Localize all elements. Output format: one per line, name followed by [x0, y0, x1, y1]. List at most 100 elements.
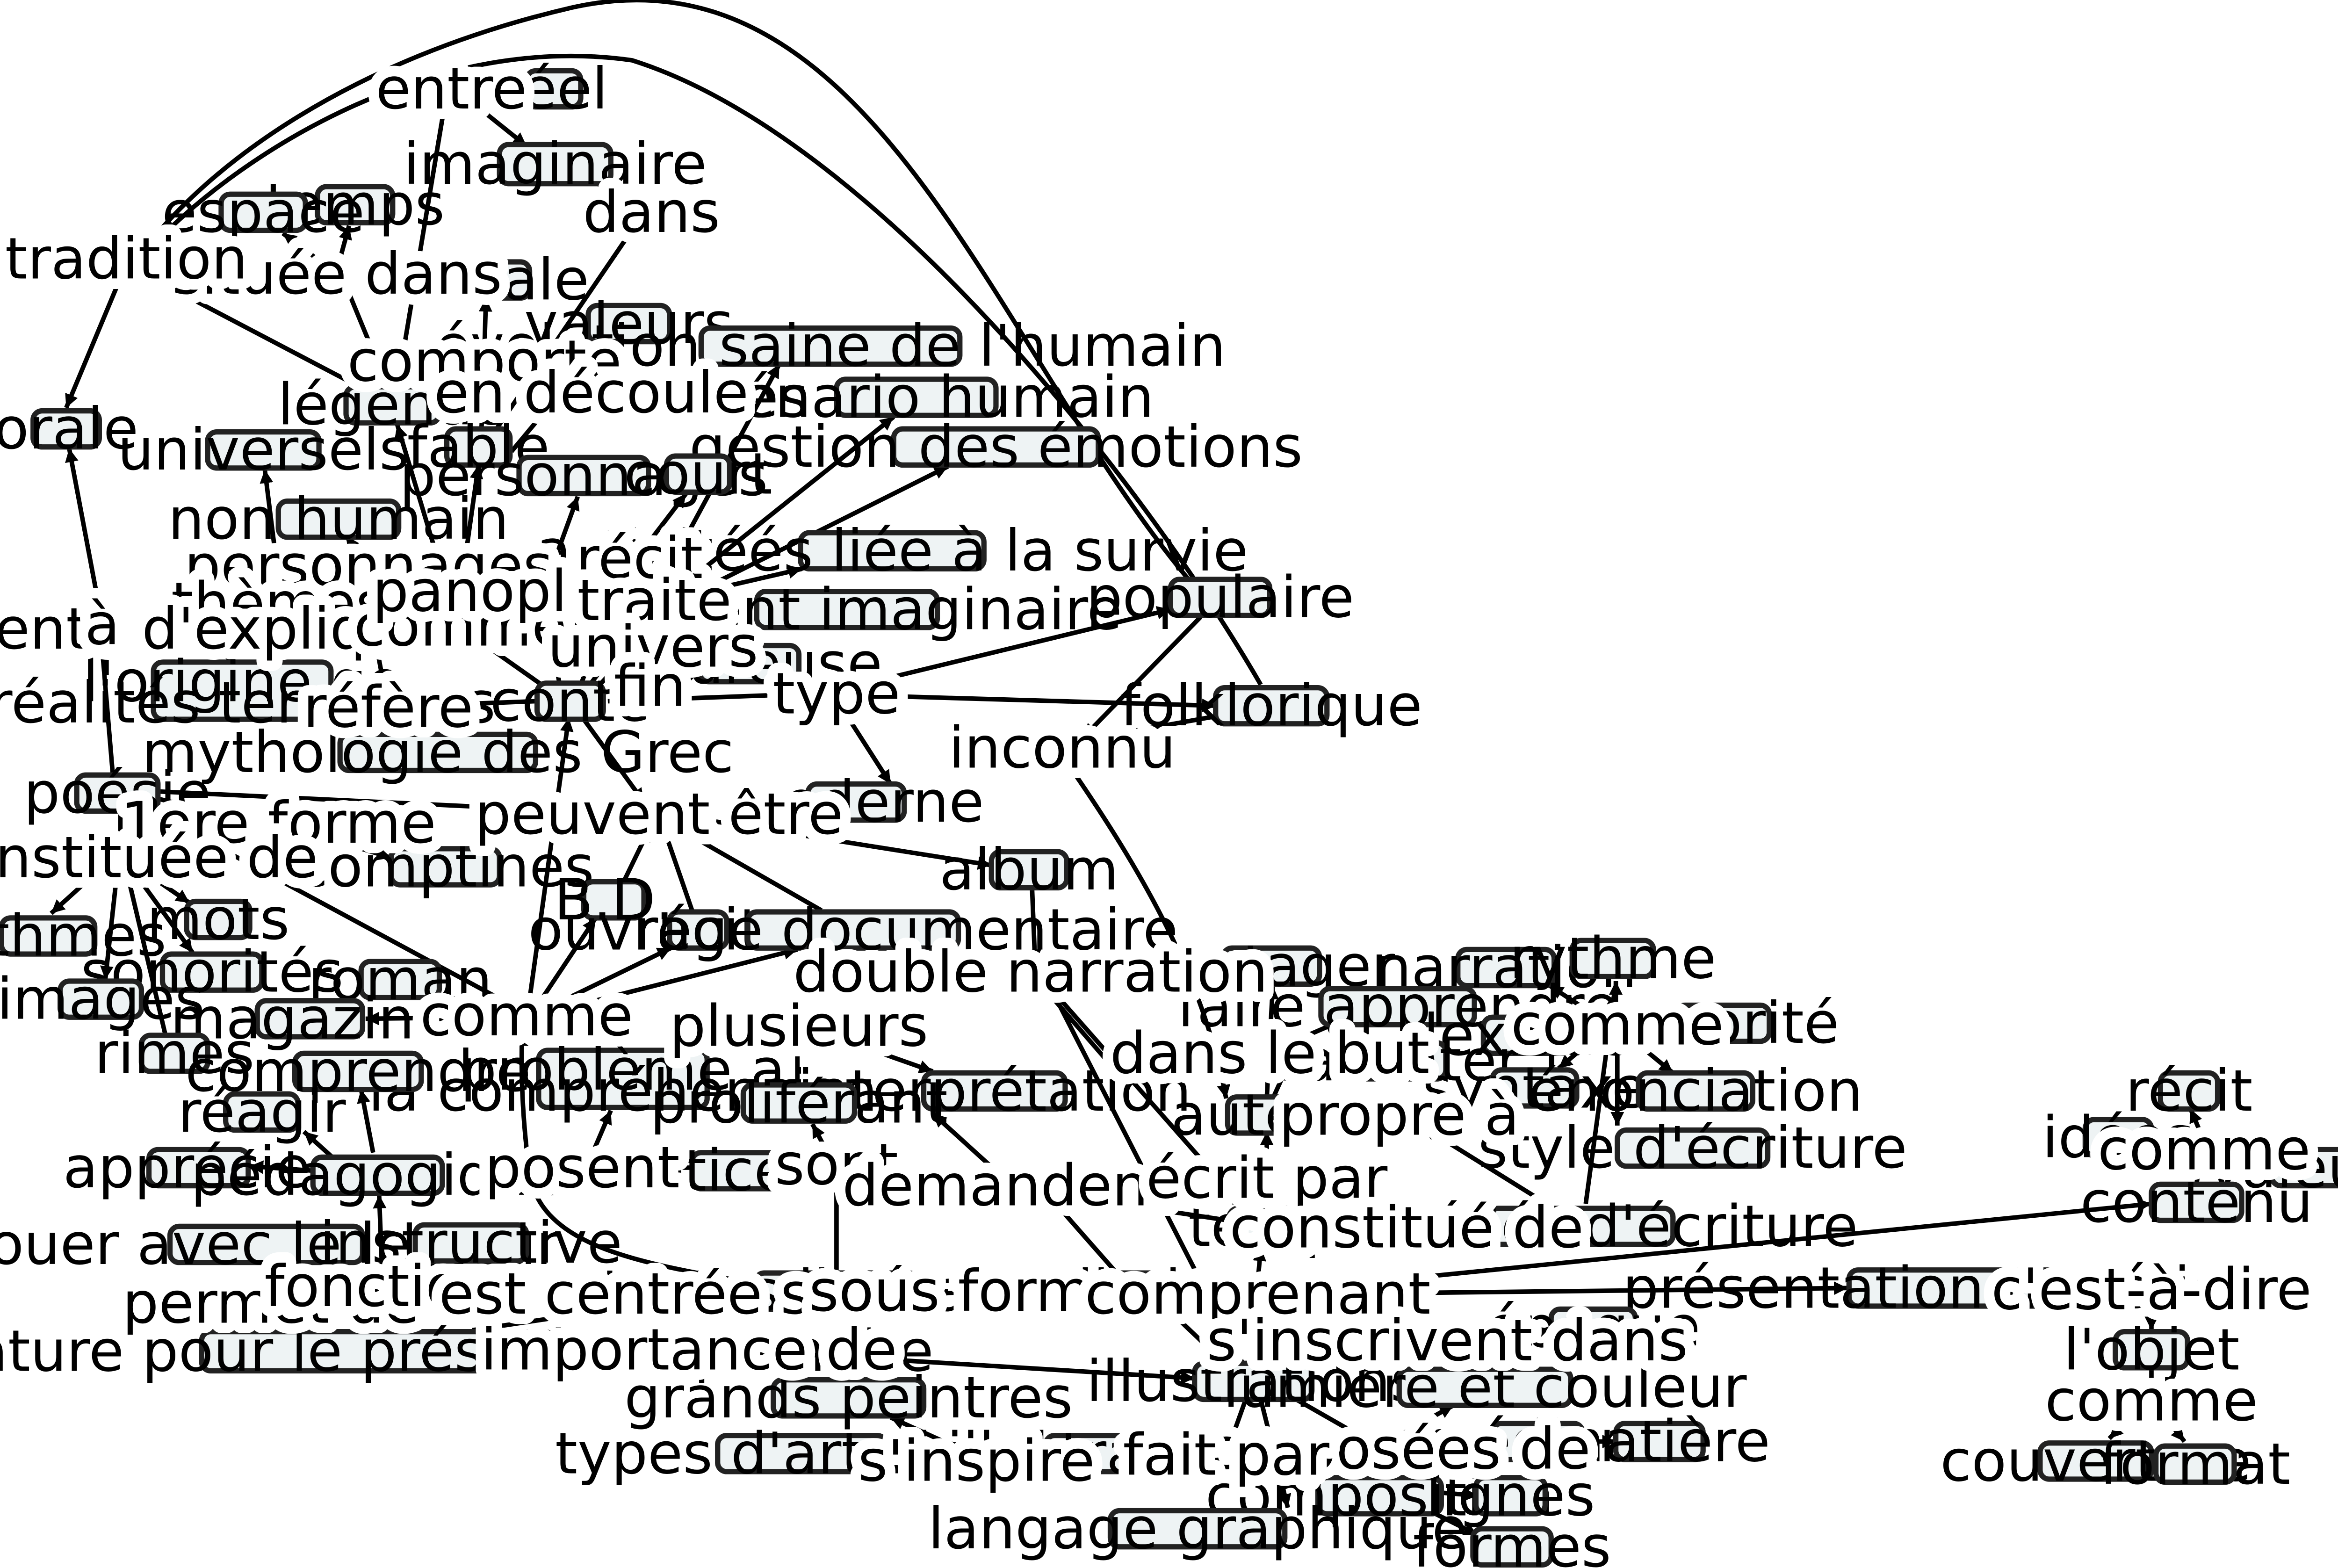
edge-peuvent-album	[715, 819, 992, 870]
concept-reagir[interactable]: réagir	[178, 1079, 346, 1145]
link-tente: tente d'expliquer	[0, 585, 472, 673]
concept-heureuse[interactable]: heureuse	[616, 630, 882, 697]
svg-text:importance de: importance de	[481, 1316, 897, 1383]
concept-partager[interactable]: partager	[1147, 933, 1395, 999]
concept-mythe[interactable]: mythe	[280, 590, 463, 656]
concept-conte[interactable]: conte	[490, 668, 650, 735]
edge-litt-permet	[296, 1310, 332, 1332]
concept-pedagogique[interactable]: pédagogique	[191, 1142, 565, 1208]
concept-sonorite[interactable]: sonorité	[1606, 990, 1839, 1056]
concept-mots[interactable]: mots	[147, 886, 290, 953]
svg-text:thèmes: thèmes	[171, 570, 386, 636]
concept-comptines[interactable]: comptines	[296, 833, 594, 900]
concept-recit-2[interactable]: récit	[2125, 1058, 2252, 1124]
edge-forme-comptines	[306, 830, 392, 860]
edge-comme1-legende	[394, 424, 457, 615]
concept-moderne[interactable]: moderne	[728, 769, 984, 835]
concept-morale[interactable]: morale	[389, 247, 589, 313]
concept-types-art[interactable]: types d'art visuel	[555, 1420, 1048, 1487]
concept-presentation[interactable]: présentation matérielle	[1623, 1255, 2292, 1321]
concept-images[interactable]: images	[0, 966, 205, 1033]
concept-l-objet[interactable]: l'objet	[2063, 1316, 2239, 1383]
concept-valeurs-2[interactable]: valeurs	[2208, 1134, 2338, 1201]
concept-poesie[interactable]: poésie	[24, 760, 211, 826]
concept-interpretation[interactable]: interprétation	[798, 1058, 1191, 1124]
link-double-narration: double narration	[783, 928, 1278, 1016]
concept-souvent-imaginaire[interactable]: souvent imaginaire	[572, 576, 1122, 643]
svg-text:raconter: raconter	[1278, 1028, 1521, 1094]
edge-mythe-refere	[374, 643, 388, 693]
concept-rimes[interactable]: rimes	[94, 1020, 254, 1086]
edge-comprenant-contenu	[1312, 1198, 2152, 1291]
concept-enonciation[interactable]: énonciation	[1528, 1058, 1862, 1124]
concept-album[interactable]: album	[939, 837, 1118, 903]
link-comme-3: comme	[1501, 981, 1734, 1069]
concept-reel[interactable]: réel	[499, 56, 608, 122]
concept-apprecier[interactable]: apprécier	[63, 1134, 334, 1201]
concept-reticent[interactable]: réticent	[627, 1137, 848, 1204]
concept-syntaxe[interactable]: syntaxe	[1422, 1055, 1647, 1121]
link-fait-par: fait par	[1112, 1411, 1340, 1499]
svg-text:textes littéraires: textes littéraires	[602, 1258, 1071, 1324]
concept-instructive[interactable]: instructive	[319, 1210, 622, 1276]
concept-epoque[interactable]: époque	[1486, 1294, 1700, 1360]
concept-bd[interactable]: B.D.	[554, 867, 674, 933]
concept-illustrateur[interactable]: illustrateur	[947, 1420, 1259, 1487]
svg-text:l'objet: l'objet	[2063, 1316, 2239, 1383]
svg-text:morale: morale	[389, 247, 589, 313]
concept-litterature[interactable]: Littérature pour le préscolaire/primaire	[0, 1318, 934, 1384]
concept-mythologie[interactable]: mythologie des Grec	[142, 719, 734, 786]
concept-fable[interactable]: fable	[407, 414, 550, 480]
concept-format[interactable]: format	[2100, 1431, 2290, 1497]
concept-proliferant[interactable]: proliférant	[650, 1070, 948, 1136]
concept-magazine[interactable]: magazine	[170, 985, 449, 1052]
svg-text:propre à: propre à	[1279, 1082, 1519, 1148]
concept-evolution[interactable]: évolution saine de l'humain	[435, 313, 1226, 379]
concept-universels[interactable]: universels	[117, 417, 409, 483]
concept-contenu[interactable]: contenu	[2080, 1169, 2313, 1236]
concept-langage[interactable]: langage graphique	[928, 1496, 1467, 1562]
concept-ouvrage[interactable]: ouvrage documentaire	[528, 897, 1178, 963]
edge-auteur-dans	[1270, 1064, 1290, 1099]
edge-situee-espace	[281, 231, 321, 262]
concept-raconter[interactable]: raconter	[1278, 1028, 1521, 1094]
concept-textes-litteraires[interactable]: textes littéraires	[602, 1258, 1071, 1324]
concept-illustrations[interactable]: illustrations	[1086, 1348, 1420, 1415]
concept-orale[interactable]: orale	[0, 396, 138, 462]
concept-livre[interactable]: livre	[1077, 1258, 1200, 1324]
concept-lexique[interactable]: lexique	[1423, 1002, 1631, 1069]
concept-populaire[interactable]: populaire	[1086, 564, 1354, 631]
concept-formes[interactable]: formes	[1413, 1514, 1611, 1568]
concept-court[interactable]: court	[624, 441, 772, 507]
concept-gestion[interactable]: gestion des émotions	[689, 414, 1303, 480]
concept-lumiere[interactable]: lumière et couleur	[1223, 1354, 1747, 1421]
concept-rythmes[interactable]: rythmes	[0, 903, 166, 969]
concept-non-humain[interactable]: non humain	[168, 486, 509, 552]
concept-scenario[interactable]: scénario humain	[678, 364, 1154, 431]
concept-rythme[interactable]: rythme	[1509, 925, 1716, 992]
concept-idees[interactable]: idées	[2042, 1105, 2194, 1171]
concept-recit-1[interactable]: récit	[635, 897, 762, 963]
concept-imaginaire[interactable]: imaginaire	[404, 131, 707, 197]
svg-text:fait par: fait par	[1123, 1422, 1329, 1488]
concept-normes[interactable]: normes	[594, 364, 808, 431]
svg-text:interprétation: interprétation	[798, 1058, 1191, 1124]
edge-comme2-recit	[558, 946, 672, 1004]
concept-activites[interactable]: activitéés liée à la survie	[536, 518, 1248, 584]
svg-text:instructive: instructive	[319, 1210, 622, 1276]
concept-lignes[interactable]: lignes	[1426, 1462, 1595, 1529]
concept-style[interactable]: style d'écriture	[1478, 1115, 1907, 1181]
concept-texte[interactable]: texte	[1188, 1193, 1336, 1259]
link-traite: traite	[567, 556, 742, 644]
edge-inspire-types	[888, 1450, 942, 1464]
concept-auteur[interactable]: auteur	[1171, 1082, 1360, 1148]
concept-matiere[interactable]: matière	[1549, 1409, 1770, 1475]
concept-espace[interactable]: espace	[162, 179, 365, 246]
concept-grands-peintres[interactable]: grands peintres	[624, 1365, 1073, 1431]
svg-text:double narration: double narration	[793, 939, 1268, 1005]
concept-procedes[interactable]: procédés d'écriture	[1305, 1193, 1858, 1259]
concept-sonorites[interactable]: sonorités	[81, 939, 344, 1005]
edge-comme3-narration	[1548, 983, 1599, 1019]
concept-folklorique[interactable]: folklorique	[1120, 672, 1422, 739]
